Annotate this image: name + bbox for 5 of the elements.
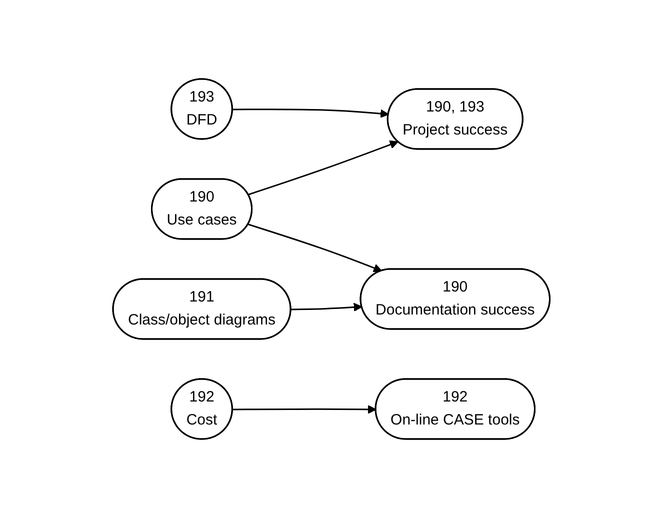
arrow [248,223,382,272]
arrow [232,404,377,414]
arrow [291,302,362,312]
arrow [232,108,390,118]
arrow [248,140,399,195]
